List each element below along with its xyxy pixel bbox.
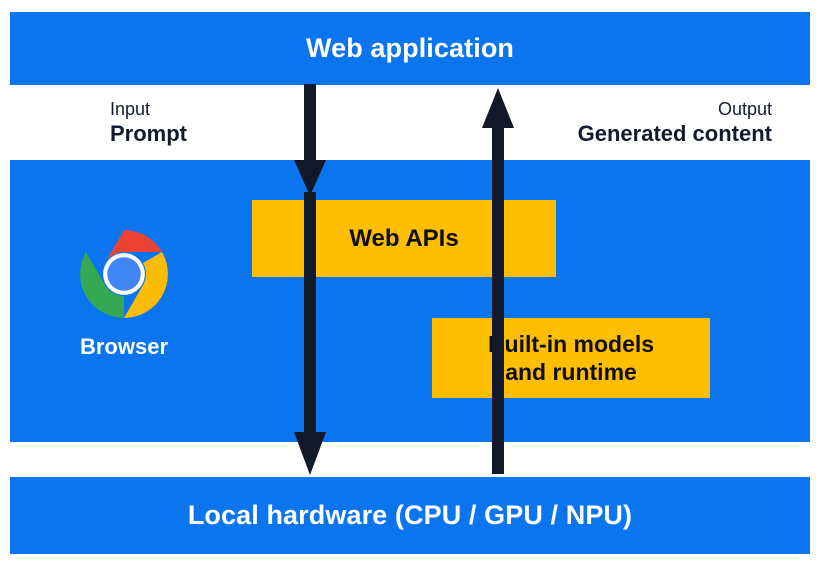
browser-caption-label: Browser [79,334,169,359]
band-web-application-label: Web application [305,32,515,63]
input-value-label: Prompt [110,120,187,146]
box-web-apis-label: Web APIs [349,224,459,252]
band-local-hardware-label: Local hardware (CPU / GPU / NPU) [187,499,633,530]
band-local-hardware: Local hardware (CPU / GPU / NPU) [10,477,810,554]
box-web-apis: Web APIs [252,200,556,277]
box-builtin-models-label-line2: and runtime [505,359,637,385]
box-builtin-models-text: Built-in models and runtime [488,330,654,386]
chrome-logo-icon [80,230,168,318]
input-kind-label: Input [110,99,151,119]
input-annotation: Input Prompt [110,99,187,148]
output-annotation: Output Generated content [578,99,772,148]
browser-block: Browser [66,228,182,360]
box-builtin-models-label-line1: Built-in models [487,330,655,357]
output-kind-label: Output [717,99,772,119]
output-value-label: Generated content [577,120,772,146]
band-web-application: Web application [10,12,810,85]
box-builtin-models: Built-in models and runtime [432,318,710,398]
